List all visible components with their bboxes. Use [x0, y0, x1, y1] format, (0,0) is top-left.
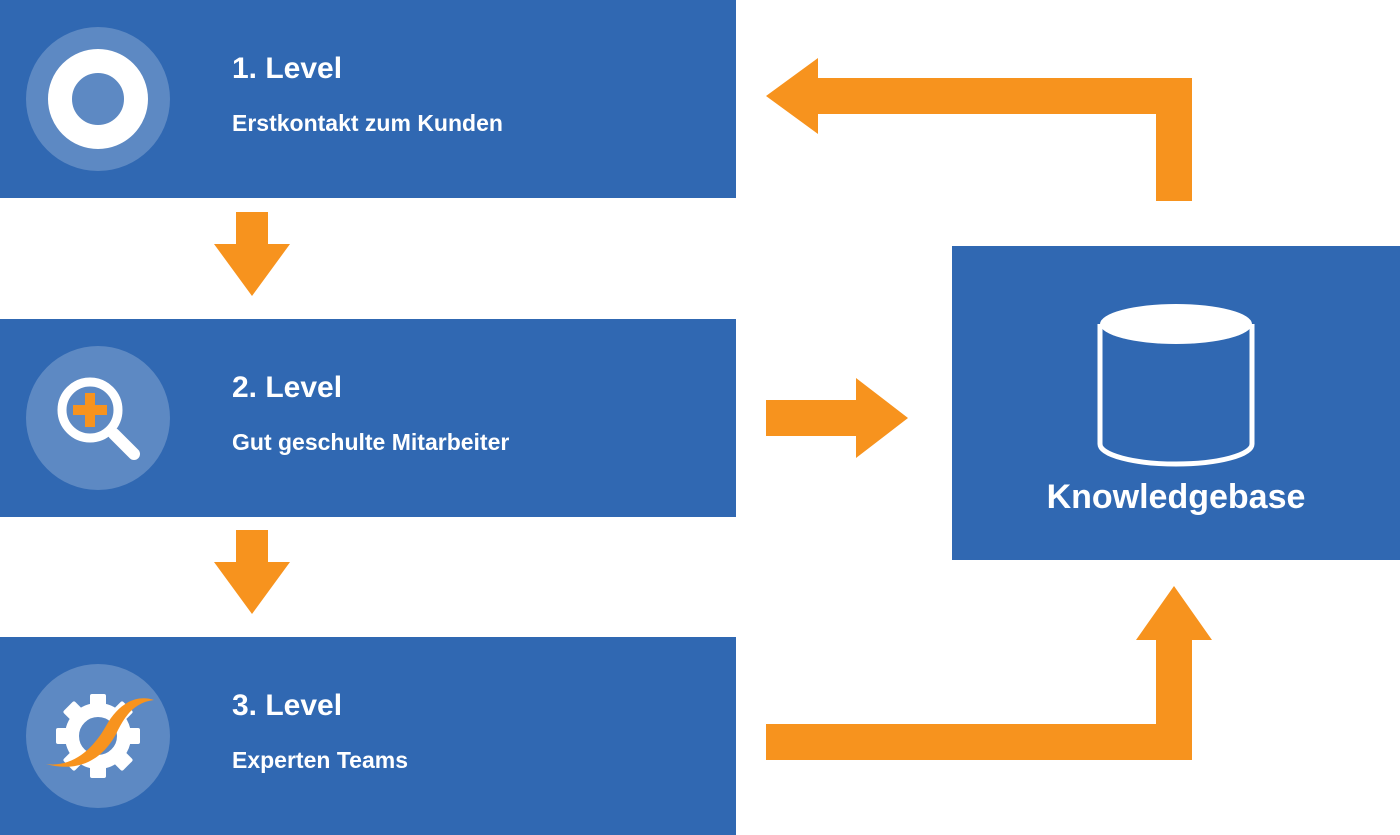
down-arrow-1 — [214, 212, 290, 296]
level-3-title: 3. Level — [232, 689, 343, 722]
level-3-subtitle: Experten Teams — [232, 747, 408, 773]
level-1-subtitle: Erstkontakt zum Kunden — [232, 110, 503, 136]
knowledgebase-box: Knowledgebase — [952, 246, 1400, 560]
right-arrow-to-knowledgebase — [766, 378, 908, 458]
level-2-box: 2. Level Gut geschulte Mitarbeiter — [0, 319, 736, 517]
database-icon — [1097, 304, 1255, 467]
level-2-title: 2. Level — [232, 371, 343, 404]
up-arrow-to-knowledgebase — [766, 586, 1212, 760]
down-arrow-2 — [214, 530, 290, 614]
level-3-box: 3. Level Experten Teams — [0, 637, 736, 835]
return-arrow-to-level-1 — [766, 58, 1192, 201]
level-1-box: 1. Level Erstkontakt zum Kunden — [0, 0, 736, 198]
ring-icon — [26, 27, 170, 171]
magnifier-plus-icon — [26, 346, 170, 490]
gear-swoosh-icon — [26, 664, 170, 808]
knowledgebase-label: Knowledgebase — [1046, 478, 1306, 516]
level-2-subtitle: Gut geschulte Mitarbeiter — [232, 429, 510, 455]
level-1-title: 1. Level — [232, 52, 343, 85]
